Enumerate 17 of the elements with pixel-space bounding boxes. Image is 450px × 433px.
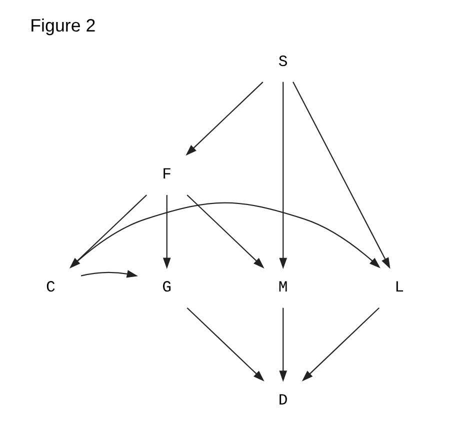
arrow	[302, 307, 380, 382]
arrow	[279, 308, 288, 382]
arrow	[279, 82, 288, 270]
node-text: G	[162, 278, 172, 297]
arrow	[80, 270, 138, 278]
node-text: L	[394, 278, 404, 297]
node-text: C	[46, 278, 56, 297]
arrow	[292, 82, 390, 269]
node-text: S	[278, 52, 288, 71]
node-text: M	[278, 278, 288, 297]
node-text: D	[278, 391, 288, 410]
arrow	[162, 194, 171, 269]
arrow	[186, 82, 264, 156]
arrow	[186, 194, 264, 268]
node-text: F	[162, 166, 172, 184]
arrow	[186, 307, 264, 382]
diagram-title: Figure 2	[30, 15, 96, 36]
